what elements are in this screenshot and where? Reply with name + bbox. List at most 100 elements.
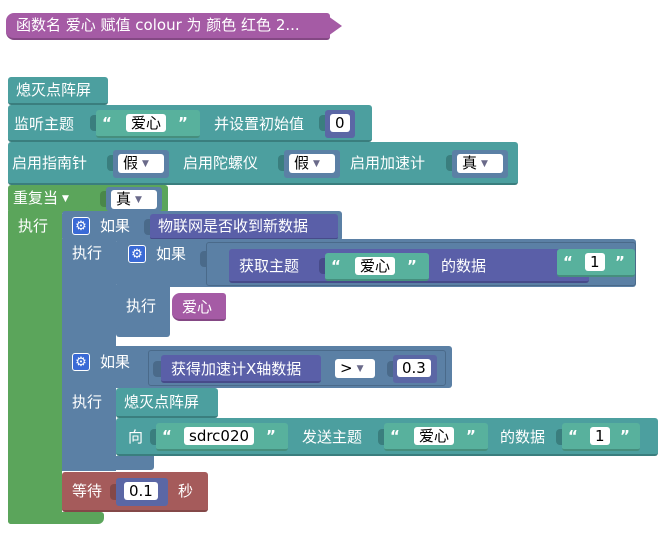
open-quote-icon: “ <box>390 427 400 445</box>
subscribe-label: 监听主题 <box>14 115 75 133</box>
close-quote-icon: ” <box>178 114 188 132</box>
send-target-value[interactable]: sdrc020 <box>184 427 255 445</box>
send-target-socket <box>150 429 158 445</box>
string-socket <box>90 115 98 131</box>
accel-x-block[interactable]: 获得加速计X轴数据 <box>161 355 321 383</box>
compass-label: 启用指南针 <box>12 154 88 172</box>
if1-do-label: 执行 <box>72 244 103 262</box>
accel-x-label: 获得加速计X轴数据 <box>171 360 302 378</box>
accel-enable-label: 启用加速计 <box>350 154 426 172</box>
compass-value: 假 <box>123 154 139 172</box>
init-number-value[interactable]: 0 <box>330 114 350 132</box>
if1-cond-socket <box>144 219 152 235</box>
chevron-down-icon: ▼ <box>62 193 69 204</box>
chevron-down-icon: ▼ <box>481 158 488 169</box>
open-quote-icon: “ <box>568 427 578 445</box>
get-topic-string[interactable]: “ 爱心 ” <box>325 253 429 281</box>
init-number-block[interactable]: 0 <box>325 110 355 138</box>
wait-unit-label: 秒 <box>178 482 194 500</box>
compare-string-block[interactable]: “ 1 ” <box>557 249 635 277</box>
wait-block[interactable]: 等待 0.1 秒 <box>62 472 208 512</box>
threshold-socket <box>387 361 395 377</box>
repeat-cond-value: 真 <box>116 190 132 208</box>
compass-dropdown[interactable]: 假▼ <box>118 154 164 173</box>
threshold-value[interactable]: 0.3 <box>397 359 431 377</box>
if3-do-label: 执行 <box>72 393 103 411</box>
function-assign-block[interactable]: 函数名 爱心 赋值 colour 为 颜色 红色 2... <box>6 13 330 40</box>
repeat-mode-value: 重复当 <box>13 189 59 207</box>
get-topic-label: 获取主题 <box>239 257 300 275</box>
clear-matrix-block-2[interactable]: 熄灭点阵屏 <box>116 388 218 418</box>
open-quote-icon: “ <box>102 114 112 132</box>
if2-do-label: 执行 <box>126 297 157 315</box>
close-quote-icon: ” <box>407 257 417 275</box>
send-topic-block[interactable]: 向 “ sdrc020 ” 发送主题 “ 爱心 ” 的数据 “ 1 ” <box>116 418 658 456</box>
close-quote-icon: ” <box>615 253 625 271</box>
if-block-2[interactable]: ⚙ 如果 获取主题 “ 爱心 ” 的数据 =▼ <box>116 239 636 287</box>
accel-socket <box>446 155 454 171</box>
repeat-cond-block[interactable]: 真▼ <box>106 187 162 211</box>
send-topic-string[interactable]: “ 爱心 ” <box>384 423 488 451</box>
send-target-string[interactable]: “ sdrc020 ” <box>156 423 288 451</box>
iot-received-block[interactable]: 物联网是否收到新数据 <box>150 214 338 240</box>
accel-x-socket <box>153 361 161 377</box>
clear-matrix-label: 熄灭点阵屏 <box>16 81 92 99</box>
gyro-socket <box>278 155 286 171</box>
repeat-mode-dropdown[interactable]: 重复当▼ <box>11 189 89 208</box>
clear-matrix-label-2: 熄灭点阵屏 <box>124 393 200 411</box>
repeat-footer <box>8 512 104 524</box>
if2-cond-socket <box>200 251 208 267</box>
topic-string-value[interactable]: 爱心 <box>126 114 167 132</box>
wait-socket <box>110 484 118 500</box>
accel-compare-block[interactable]: 获得加速计X轴数据 >▼ 0.3 <box>148 350 446 386</box>
send-topic-value[interactable]: 爱心 <box>414 427 455 445</box>
send-to-label: 向 <box>128 428 144 446</box>
send-data-value[interactable]: 1 <box>590 427 610 445</box>
if-label-1: 如果 <box>100 217 131 235</box>
accel-bool-block[interactable]: 真▼ <box>452 150 508 178</box>
if-block-3[interactable]: ⚙ 如果 获得加速计X轴数据 >▼ 0.3 <box>62 346 452 388</box>
accel-dropdown[interactable]: 真▼ <box>457 154 503 173</box>
if2-footer <box>116 326 154 336</box>
close-quote-icon: ” <box>266 427 276 445</box>
gyro-dropdown[interactable]: 假▼ <box>289 154 335 173</box>
wait-number-value[interactable]: 0.1 <box>124 482 158 500</box>
init-value-label: 并设置初始值 <box>214 115 305 133</box>
gear-icon[interactable]: ⚙ <box>72 217 90 235</box>
get-topic-block[interactable]: 获取主题 “ 爱心 ” 的数据 <box>229 249 589 283</box>
open-quote-icon: “ <box>331 257 341 275</box>
accel-op-value: > <box>340 359 353 377</box>
chevron-down-icon: ▼ <box>313 158 320 169</box>
send-topic-label: 发送主题 <box>302 428 363 446</box>
chevron-down-icon: ▼ <box>135 194 142 205</box>
function-assign-label: 函数名 爱心 赋值 colour 为 颜色 红色 2... <box>16 16 300 34</box>
chevron-down-icon: ▼ <box>142 158 149 169</box>
if-block-1[interactable]: ⚙ 如果 物联网是否收到新数据 <box>62 211 342 241</box>
repeat-cond-socket <box>100 191 108 207</box>
wait-label: 等待 <box>72 482 103 500</box>
gyro-label: 启用陀螺仪 <box>183 154 259 172</box>
repeat-while-block[interactable]: 重复当▼ 真▼ <box>8 185 168 213</box>
accel-op-dropdown[interactable]: >▼ <box>335 359 375 378</box>
subscribe-topic-block[interactable]: 监听主题 “ 爱心 ” 并设置初始值 0 <box>8 105 372 142</box>
chevron-down-icon: ▼ <box>356 363 364 374</box>
clear-matrix-block[interactable]: 熄灭点阵屏 <box>8 77 108 105</box>
gear-icon[interactable]: ⚙ <box>72 353 90 371</box>
compass-bool-block[interactable]: 假▼ <box>113 150 169 178</box>
get-topic-value[interactable]: 爱心 <box>355 257 396 275</box>
enable-sensors-block[interactable]: 启用指南针 假▼ 启用陀螺仪 假▼ 启用加速计 真▼ <box>8 142 518 185</box>
repeat-cond-dropdown[interactable]: 真▼ <box>111 190 157 209</box>
accel-value: 真 <box>462 154 478 172</box>
wait-number-block[interactable]: 0.1 <box>116 478 168 506</box>
number-socket <box>319 115 327 131</box>
compare-string-value[interactable]: 1 <box>585 253 605 271</box>
gear-icon[interactable]: ⚙ <box>128 245 146 263</box>
open-quote-icon: “ <box>162 427 172 445</box>
threshold-number-block[interactable]: 0.3 <box>393 355 437 383</box>
send-data-string[interactable]: “ 1 ” <box>562 423 640 451</box>
close-quote-icon: ” <box>620 427 630 445</box>
gyro-bool-block[interactable]: 假▼ <box>284 150 340 178</box>
call-love-block[interactable]: 爱心 <box>172 293 226 321</box>
topic-string-block[interactable]: “ 爱心 ” <box>96 110 200 138</box>
iot-received-label: 物联网是否收到新数据 <box>158 217 309 235</box>
